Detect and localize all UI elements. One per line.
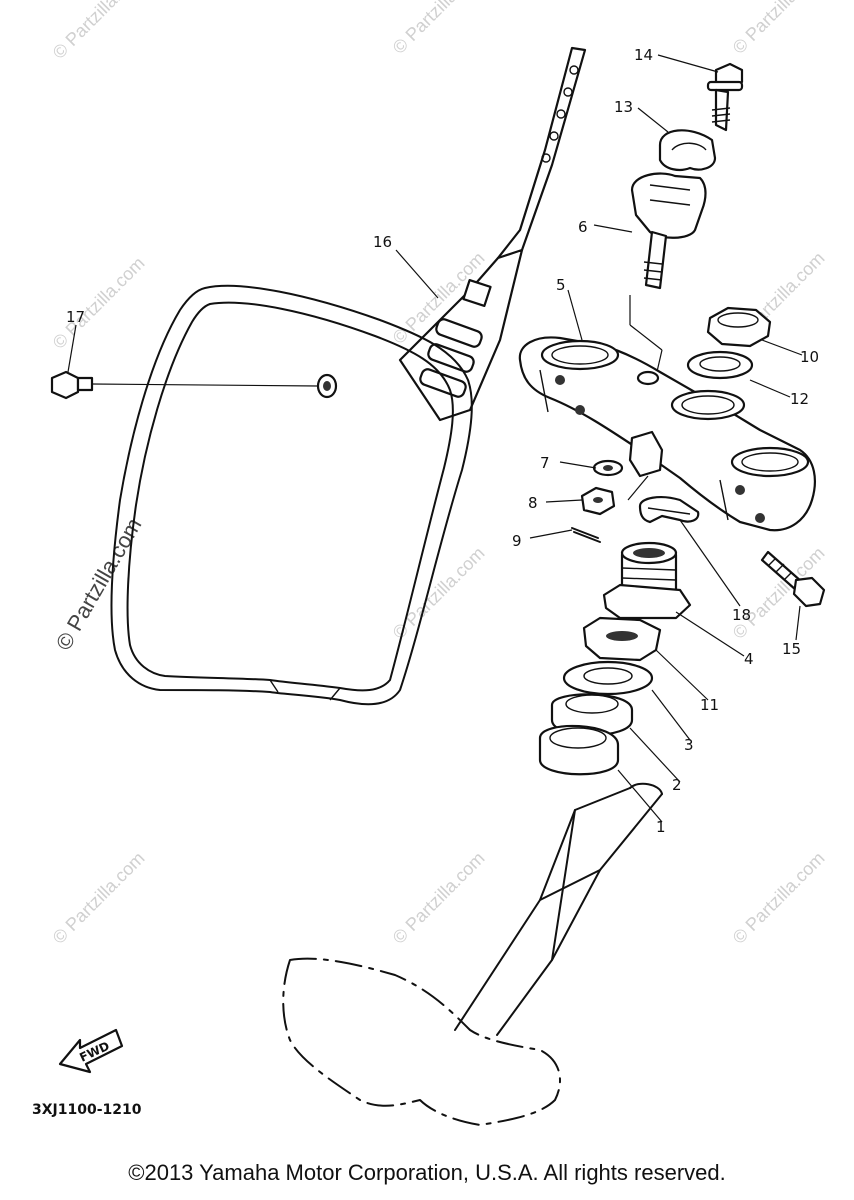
part-label-4: 4 xyxy=(744,650,754,668)
upper-bracket-5 xyxy=(518,336,816,532)
watermark: © Partzilla.com xyxy=(49,848,149,948)
bearing-1 xyxy=(538,724,620,776)
frame-outline xyxy=(282,957,561,1126)
part-labels: 14 13 6 16 5 17 10 12 7 8 9 18 15 4 11 3… xyxy=(66,46,819,836)
watermark: © Partzilla.com xyxy=(729,0,829,58)
leader-lines xyxy=(67,54,803,823)
nut-10 xyxy=(706,306,772,348)
part-label-16: 16 xyxy=(373,233,392,251)
watermark: © Partzilla.com xyxy=(729,848,829,948)
handlebar-holder-13 xyxy=(658,129,717,171)
steering-shaft xyxy=(454,782,663,1036)
part-label-3: 3 xyxy=(684,736,694,754)
part-label-9: 9 xyxy=(512,532,522,550)
handlebar-holder-6 xyxy=(629,172,707,377)
part-label-11: 11 xyxy=(700,696,719,714)
cotter-pin-9 xyxy=(571,527,601,543)
forward-arrow: FWD xyxy=(58,1028,124,1074)
ring-nut-11 xyxy=(582,616,662,662)
bolt-14 xyxy=(706,62,744,132)
washer-12 xyxy=(686,350,754,380)
watermark: © Partzilla.com xyxy=(389,0,489,58)
part-label-12: 12 xyxy=(790,390,809,408)
part-label-17: 17 xyxy=(66,308,85,326)
part-label-10: 10 xyxy=(800,348,819,366)
lock-washer-18 xyxy=(638,496,700,524)
part-label-8: 8 xyxy=(528,494,538,512)
part-label-2: 2 xyxy=(672,776,682,794)
part-label-6: 6 xyxy=(578,218,588,236)
watermark: © Partzilla.com xyxy=(49,253,149,353)
watermark: © Partzilla.com xyxy=(389,848,489,948)
part-label-13: 13 xyxy=(614,98,633,116)
diagram-code: 3XJ1100-1210 xyxy=(32,1102,142,1118)
part-label-1: 1 xyxy=(656,818,666,836)
copyright-notice: ©2013 Yamaha Motor Corporation, U.S.A. A… xyxy=(128,1160,726,1185)
part-label-7: 7 xyxy=(540,454,550,472)
part-label-18: 18 xyxy=(732,606,751,624)
ring-nut-4 xyxy=(602,541,692,620)
bolt-17 xyxy=(50,370,319,400)
number-plate xyxy=(110,46,587,706)
part-label-15: 15 xyxy=(782,640,801,658)
pinch-block xyxy=(592,430,664,501)
nut-8 xyxy=(580,486,616,516)
watermark: © Partzilla.com xyxy=(49,0,149,63)
part-label-5: 5 xyxy=(556,276,566,294)
bolt-15 xyxy=(760,550,826,608)
part-label-14: 14 xyxy=(634,46,653,64)
bearing-cover-3 xyxy=(562,660,654,696)
